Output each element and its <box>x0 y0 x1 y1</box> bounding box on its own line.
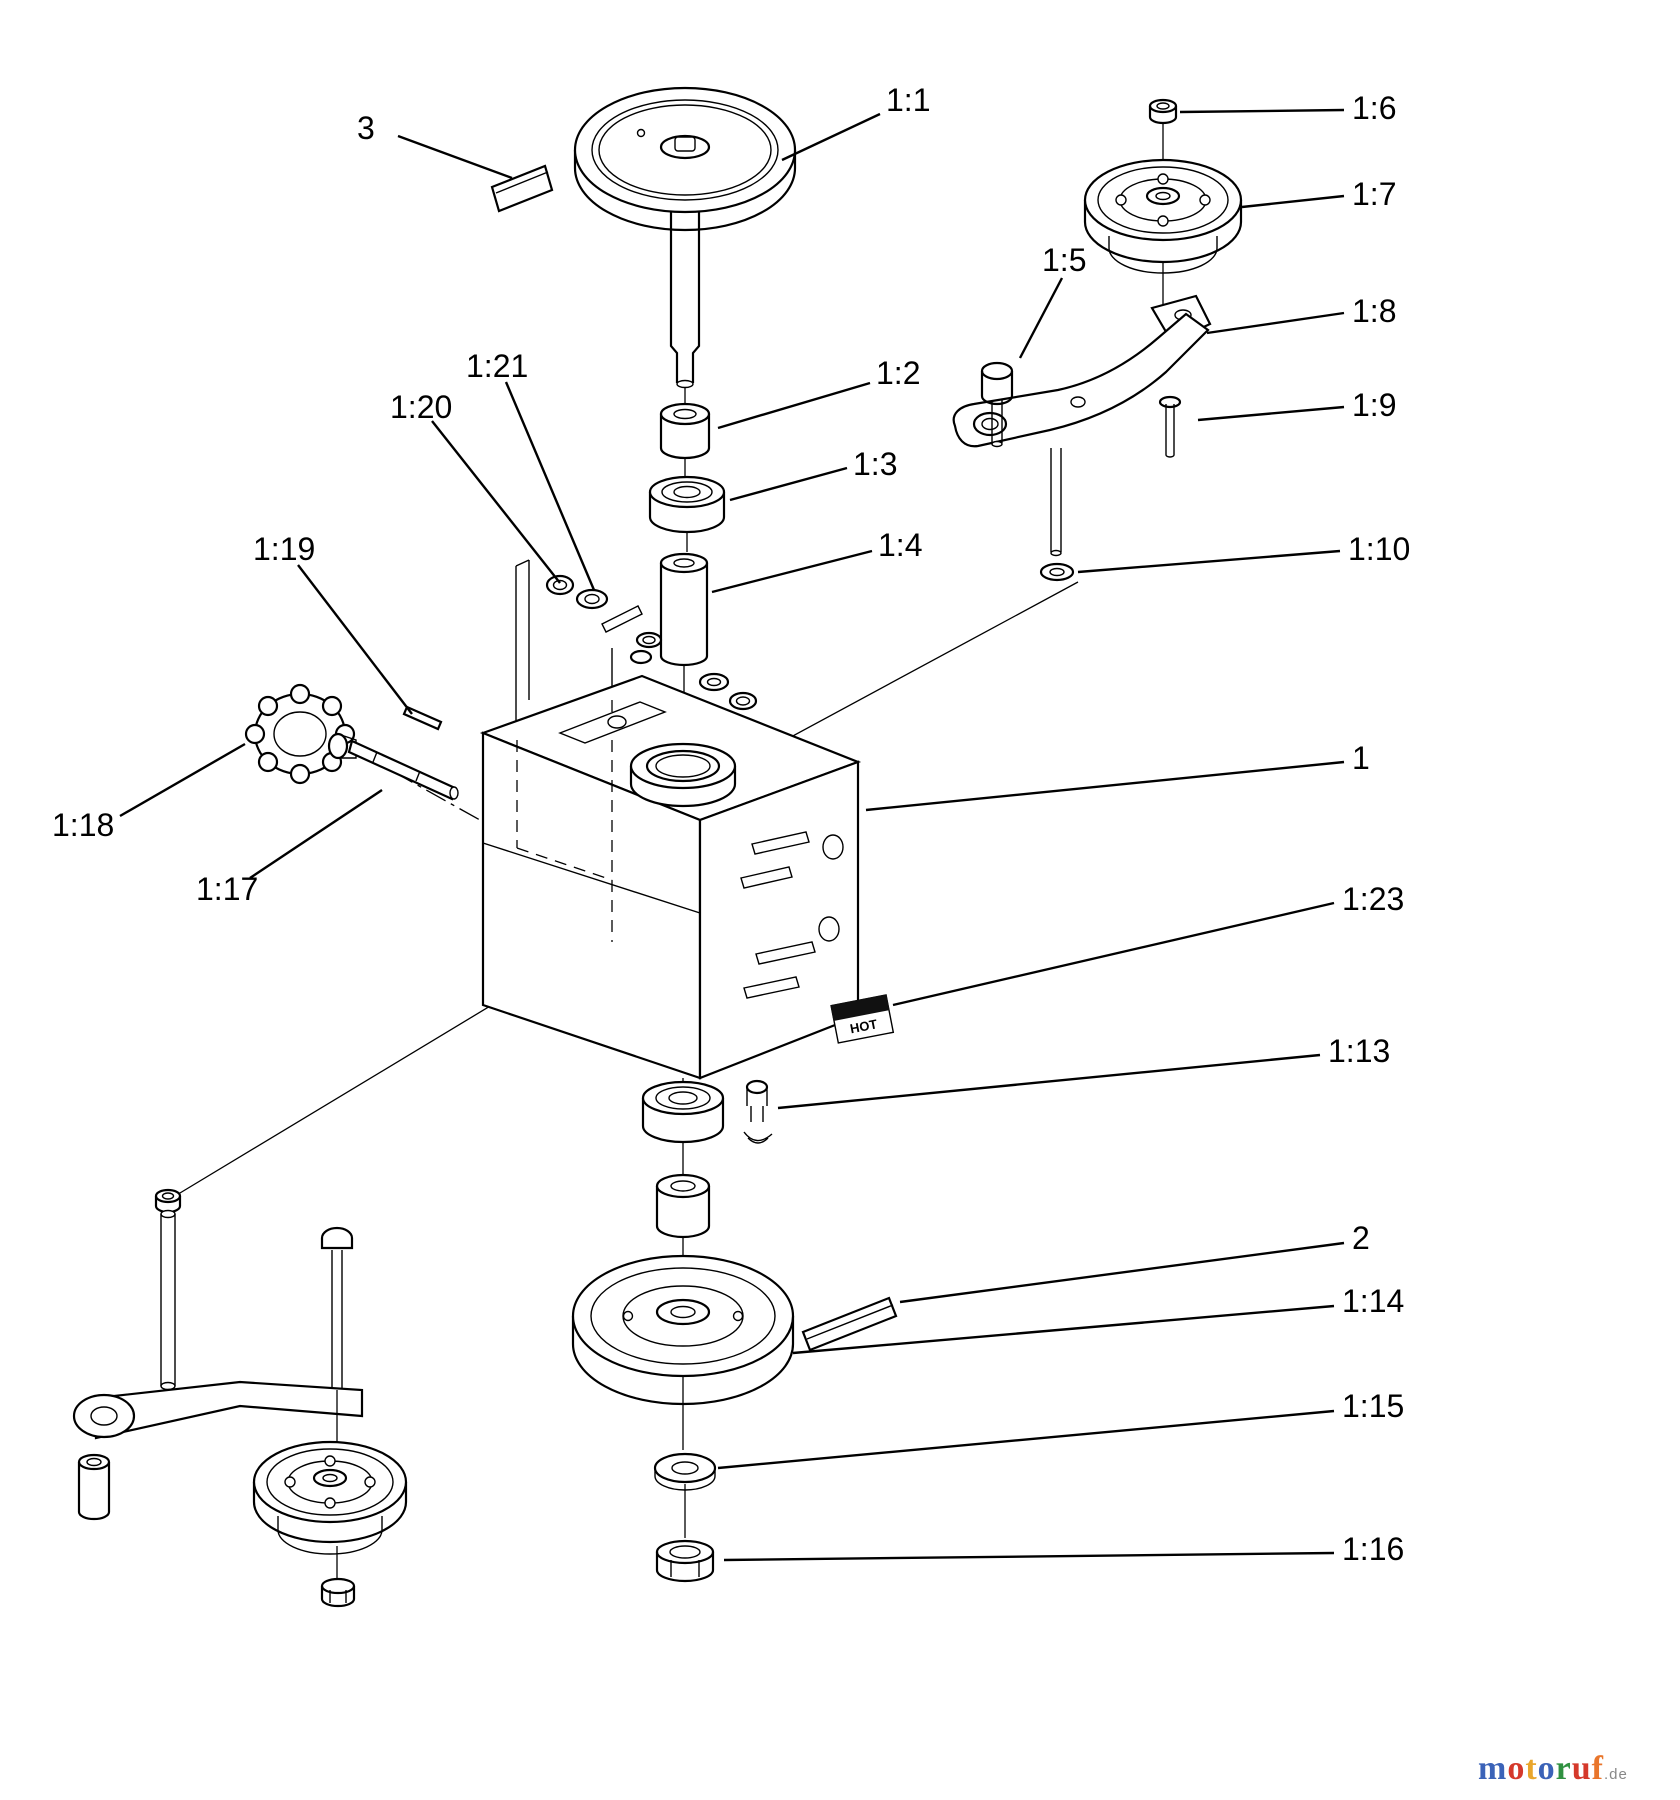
part-bolt-clip <box>743 1079 773 1144</box>
callout-1: 1 <box>1352 740 1370 776</box>
part-pin-washer-10 <box>1039 448 1075 582</box>
part-nut-bottom <box>655 1539 715 1583</box>
part-bearing-lower <box>641 1078 725 1180</box>
part-spacer-lower <box>655 1173 711 1256</box>
callout-2: 2 <box>1352 1220 1370 1256</box>
callout-1-10: 1:10 <box>1348 531 1411 567</box>
brand-watermark-letters: motoruf <box>1478 1750 1604 1787</box>
part-strip-2 <box>801 1296 898 1352</box>
callout-1-13: 1:13 <box>1328 1033 1391 1069</box>
assembly-knob-left <box>244 683 459 801</box>
warning-label-text: HOT <box>849 1016 879 1036</box>
callout-3: 3 <box>357 110 375 146</box>
part-flange-nut <box>154 1188 182 1214</box>
callout-1-20: 1:20 <box>390 389 453 425</box>
callout-1-23: 1:23 <box>1342 881 1405 917</box>
callout-1-3: 1:3 <box>853 446 898 482</box>
part-carriage-bolt <box>320 1226 354 1388</box>
hardware-washers-nuts <box>545 574 758 711</box>
brand-watermark[interactable]: motoruf.de <box>1478 1750 1628 1788</box>
callout-1-5: 1:5 <box>1042 242 1087 278</box>
part-long-spacer <box>160 1209 176 1391</box>
part-idler-arm <box>952 294 1212 448</box>
callout-1-17: 1:17 <box>196 871 259 907</box>
assembly-idler-bottom-left <box>72 1188 408 1608</box>
callout-1-15: 1:15 <box>1342 1388 1405 1424</box>
part-shaft-17 <box>347 739 459 801</box>
part-bolt-5 <box>980 361 1014 448</box>
callout-1-18: 1:18 <box>52 807 115 843</box>
callout-1-19: 1:19 <box>253 531 316 567</box>
part-nut-6 <box>1148 98 1178 125</box>
part-pulley-7 <box>1083 158 1243 274</box>
callout-1-2: 1:2 <box>876 355 921 391</box>
part-spacer-long <box>659 552 709 744</box>
callout-1-4: 1:4 <box>878 527 923 563</box>
part-idler-arm-bl <box>72 1380 364 1440</box>
callout-1-6: 1:6 <box>1352 90 1397 126</box>
part-spacer-upper <box>659 402 711 476</box>
part-pulley-bl <box>252 1440 408 1555</box>
part-bushing-bl <box>77 1453 111 1521</box>
part-bearing-upper <box>648 475 726 552</box>
assembly-idler-top-right <box>952 98 1243 582</box>
callout-1-7: 1:7 <box>1352 176 1397 212</box>
part-strip-3 <box>490 164 554 213</box>
warning-label-hot: HOT <box>830 994 895 1044</box>
part-housing <box>479 559 862 1080</box>
brand-watermark-suffix: .de <box>1604 1766 1628 1783</box>
part-washer-bottom <box>653 1452 717 1538</box>
callout-1-9: 1:9 <box>1352 387 1397 423</box>
callout-1-16: 1:16 <box>1342 1531 1405 1567</box>
leader-lines <box>119 108 1345 1562</box>
part-hex-bolt-bl <box>320 1577 356 1608</box>
part-screw-9 <box>1158 395 1182 458</box>
part-spindle-pulley <box>573 86 797 404</box>
callout-1-1: 1:1 <box>886 82 931 118</box>
part-pulley-bottom <box>571 1254 795 1450</box>
callout-1-14: 1:14 <box>1342 1283 1405 1319</box>
callout-1-21: 1:21 <box>466 348 529 384</box>
callout-1-8: 1:8 <box>1352 293 1397 329</box>
part-knob-18 <box>244 683 357 785</box>
part-pin-19 <box>402 705 443 731</box>
